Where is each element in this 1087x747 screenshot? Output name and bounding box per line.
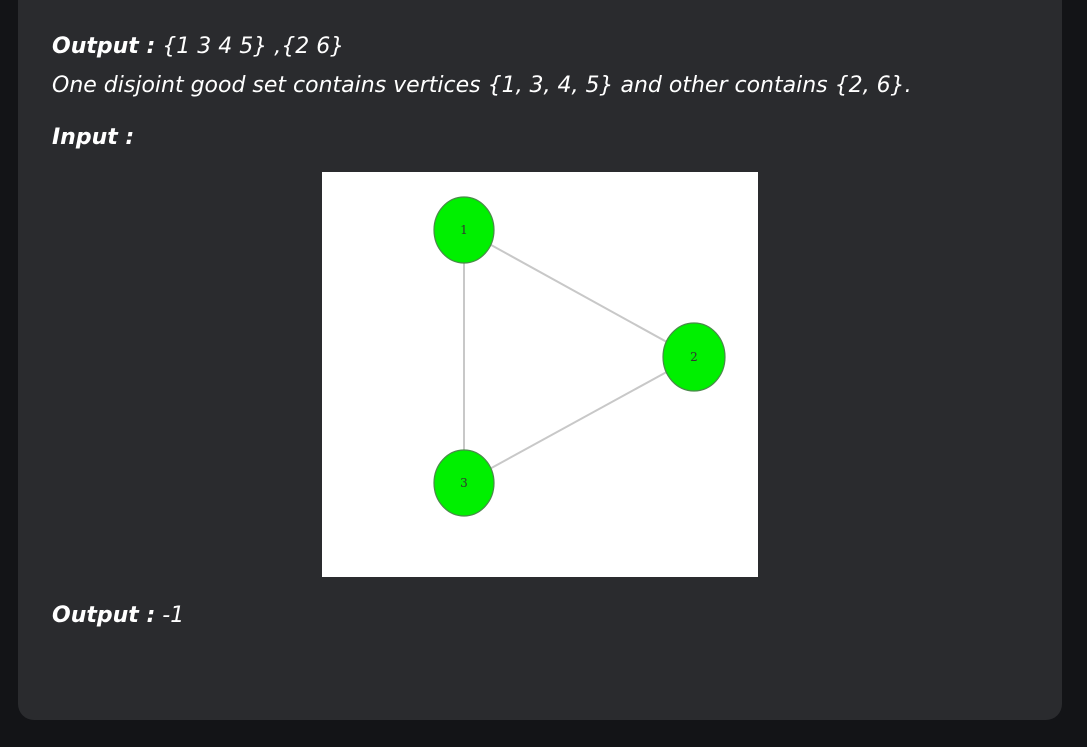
explanation-text: One disjoint good set contains vertices … — [52, 73, 912, 98]
node-3-circle — [433, 449, 495, 517]
graph-node-3: 3 — [433, 449, 495, 517]
node-2-circle — [662, 322, 726, 392]
output-line-1: Output : {1 3 4 5} ,{2 6} — [52, 33, 344, 61]
node-1-circle — [433, 196, 495, 264]
node-2-label: 2 — [690, 350, 698, 364]
node-3-label: 3 — [460, 476, 468, 490]
output-label: Output : — [52, 34, 156, 59]
graph-figure: 1 2 3 — [322, 172, 758, 577]
node-1-label: 1 — [460, 223, 468, 237]
graph-edges — [463, 229, 695, 484]
output-line-2: Output : -1 — [52, 602, 184, 630]
input-line: Input : — [52, 124, 134, 152]
edge-2-3 — [463, 356, 695, 484]
output-value: {1 3 4 5} ,{2 6} — [155, 34, 345, 59]
graph-svg: 1 2 3 — [433, 196, 726, 517]
output-label-2: Output : — [52, 603, 156, 628]
graph-node-1: 1 — [433, 196, 495, 264]
input-label: Input : — [52, 125, 135, 150]
graph-node-2: 2 — [662, 322, 726, 392]
output-value-2: -1 — [155, 603, 185, 628]
edge-1-2 — [463, 229, 695, 358]
